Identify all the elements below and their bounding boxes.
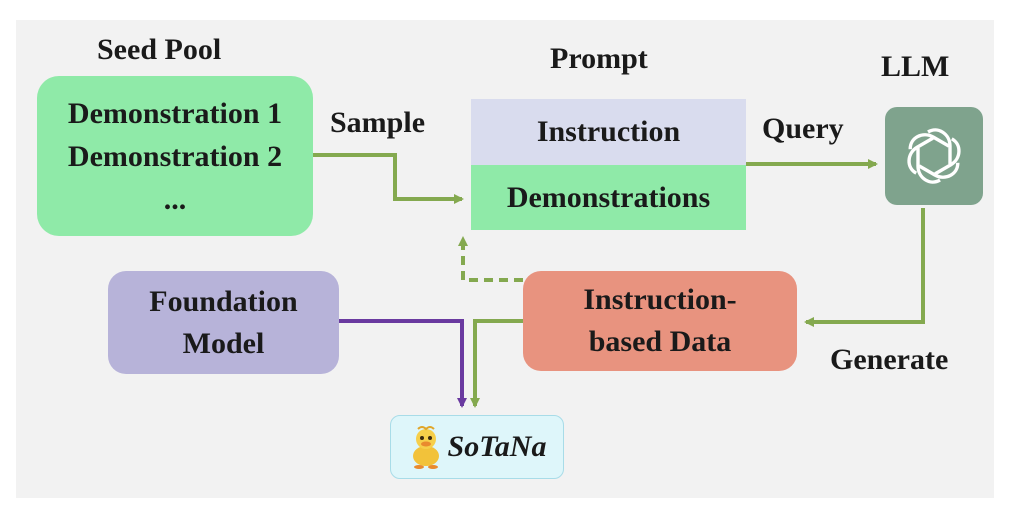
- sotana-label: SoTaNa: [447, 430, 547, 463]
- llm-title: LLM: [881, 50, 950, 83]
- sample-arrow: [313, 153, 464, 204]
- seed-item: ...: [163, 182, 187, 216]
- query-label: Query: [762, 112, 844, 145]
- sotana-box: SoTaNa: [390, 415, 564, 479]
- seed-pool-title: Seed Pool: [97, 33, 222, 66]
- feedback-dashed-arrow: [458, 236, 523, 282]
- sample-label: Sample: [330, 106, 426, 139]
- instruction-data-line2: based Data: [588, 325, 732, 358]
- instruction-data-line1: Instruction-: [583, 283, 737, 316]
- seed-pool-box: Demonstration 1 Demonstration 2 ...: [37, 76, 313, 236]
- model-to-sotana-arrow: [339, 319, 467, 408]
- instruction-based-data-box: Instruction- based Data: [523, 271, 797, 371]
- instruction-block: Instruction: [471, 99, 746, 165]
- instruction-label: Instruction: [536, 115, 681, 148]
- foundation-model-line2: Model: [182, 326, 265, 360]
- generate-label: Generate: [830, 343, 949, 376]
- data-to-sotana-arrow: [470, 319, 523, 408]
- duck-icon: [412, 426, 439, 469]
- seed-item: Demonstration 2: [67, 139, 283, 173]
- llm-box: [885, 107, 983, 205]
- generate-arrow: [804, 208, 925, 327]
- demonstrations-block: Demonstrations: [471, 165, 746, 230]
- seed-item: Demonstration 1: [67, 96, 283, 130]
- openai-logo-icon: [907, 128, 961, 184]
- foundation-model-box: Foundation Model: [108, 271, 339, 374]
- prompt-title: Prompt: [550, 42, 648, 75]
- foundation-model-line1: Foundation: [149, 284, 298, 318]
- demonstrations-label: Demonstrations: [506, 180, 711, 214]
